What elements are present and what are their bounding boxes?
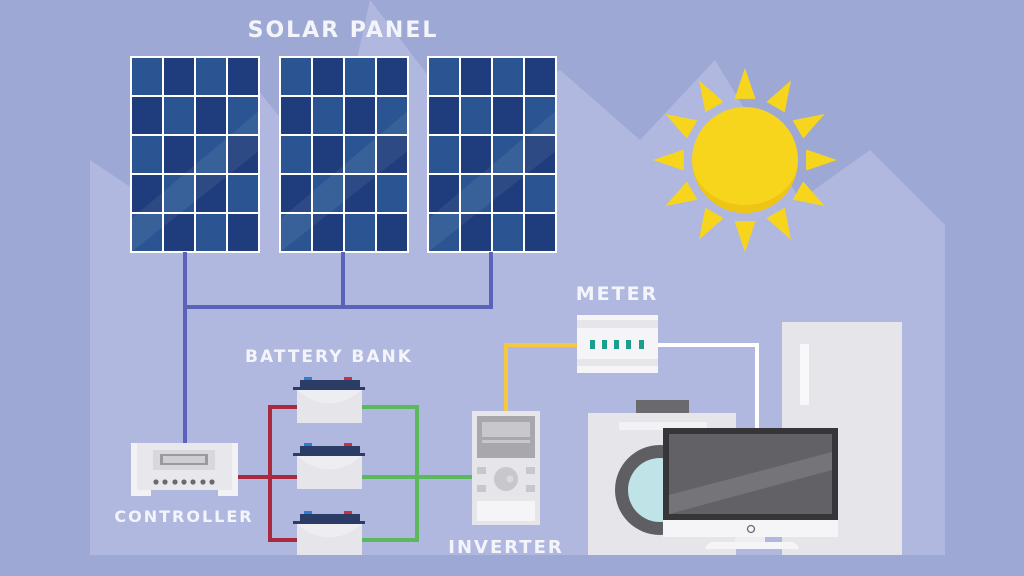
ground bbox=[0, 555, 1024, 576]
panel-wires bbox=[183, 252, 493, 443]
load-wire bbox=[658, 343, 759, 430]
battery bbox=[293, 511, 365, 557]
negative-wires bbox=[360, 405, 474, 542]
controller-label: CONTROLLER bbox=[114, 507, 253, 526]
positive-wires bbox=[238, 405, 300, 542]
sun-icon bbox=[653, 68, 837, 252]
battery-bank bbox=[293, 377, 365, 557]
solar-panels bbox=[130, 56, 557, 253]
solar-panel bbox=[130, 56, 260, 253]
computer-monitor bbox=[663, 428, 838, 549]
inverter bbox=[472, 411, 540, 525]
solar-panel bbox=[279, 56, 409, 253]
ac-wire bbox=[504, 343, 580, 411]
solar-panel-label: SOLAR PANEL bbox=[248, 18, 439, 43]
battery bbox=[293, 377, 365, 423]
meter-label: METER bbox=[576, 283, 658, 305]
battery bbox=[293, 443, 365, 489]
charge-controller bbox=[131, 443, 238, 496]
battery-bank-label: BATTERY BANK bbox=[245, 347, 413, 367]
solar-panel bbox=[427, 56, 557, 253]
meter bbox=[577, 315, 658, 373]
inverter-label: INVERTER bbox=[448, 537, 563, 558]
